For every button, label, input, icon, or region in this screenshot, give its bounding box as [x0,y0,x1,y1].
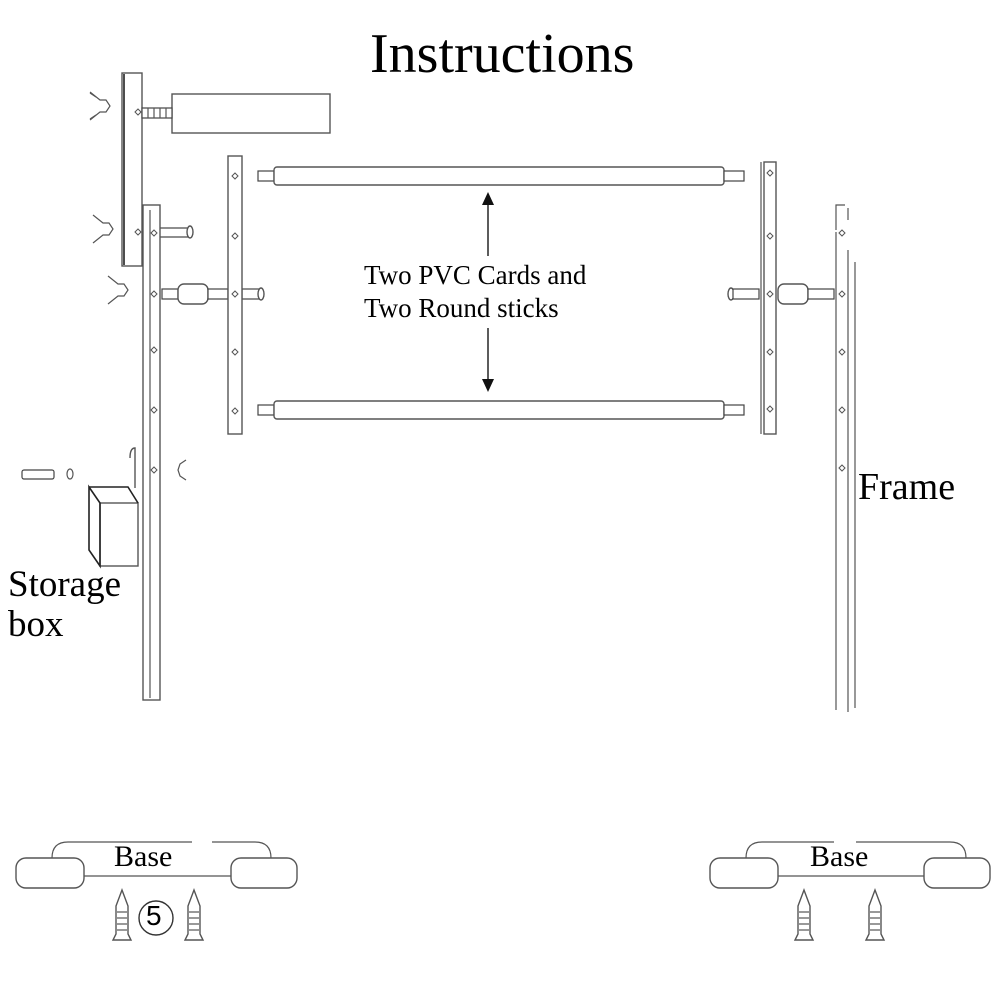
frame-label: Frame [858,466,956,508]
wood-screw-icon [111,888,133,941]
left-frame-pole [142,204,161,701]
base-label-left: Base [114,840,173,873]
base-left [15,841,298,889]
storage-box [21,447,139,569]
wood-screw-icon [183,888,205,941]
storage-box-lid [141,93,331,134]
storage-box-label-line1: Storage [8,564,122,605]
pvc-card-left [227,155,243,435]
page-title: Instructions [370,23,635,85]
pvc-card-right [760,161,777,435]
bolt-icon [157,225,194,239]
storage-box-label-line2: box [8,604,64,645]
round-stick-bottom [257,400,745,420]
base-label-right: Base [810,840,869,873]
center-label-line2: Two Round sticks [364,293,559,323]
wing-nut-icon [107,275,129,305]
wood-screw-icon [793,888,815,941]
coupling-nut-left [161,283,265,305]
right-frame-pole [835,204,856,712]
round-stick-top [257,166,745,186]
arrow-up-icon [482,192,494,256]
storage-bracket [121,72,143,267]
arrow-down-icon [482,328,494,392]
wing-nut-icon [92,214,114,244]
wood-screw-icon [864,888,886,941]
step-number: 5 [146,900,162,931]
wing-nut-icon [89,91,111,121]
wing-nut-icon [177,459,187,481]
coupling-nut-right [727,283,835,305]
base-right [709,841,991,889]
step-number-circle [138,900,174,936]
center-label-line1: Two PVC Cards and [364,260,587,290]
